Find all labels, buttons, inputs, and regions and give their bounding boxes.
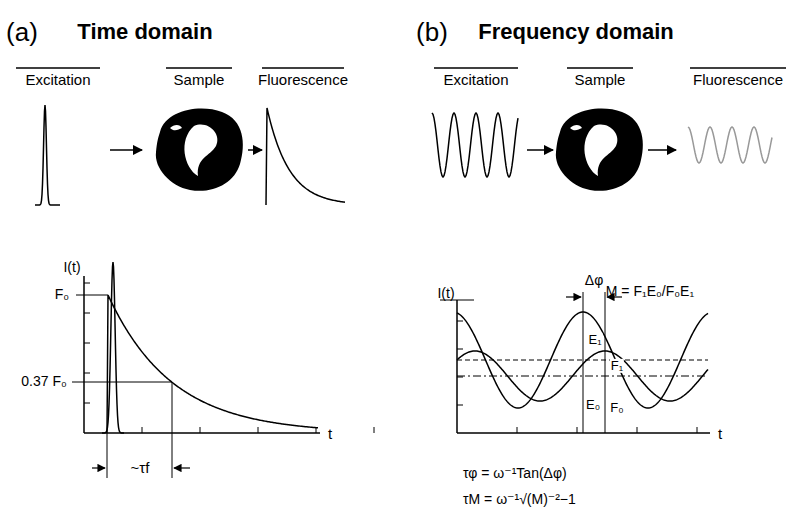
tick <box>200 427 201 433</box>
tick <box>697 427 698 433</box>
curve <box>688 127 772 163</box>
amplitude-label: E₁ <box>587 333 602 347</box>
curve <box>432 113 518 177</box>
tick <box>84 403 90 404</box>
tick <box>258 427 259 433</box>
tick <box>374 427 375 433</box>
guide-line <box>605 292 606 433</box>
formula: τφ = ω⁻¹Tan(Δφ) <box>462 466 568 481</box>
tick <box>84 313 90 314</box>
panel-title: Frequency domain <box>477 20 675 44</box>
arrow <box>174 467 190 468</box>
panel-letter: (b) <box>415 18 449 47</box>
panel-title: Time domain <box>76 20 213 44</box>
tick <box>457 321 463 322</box>
curve <box>266 108 345 205</box>
curve <box>35 105 60 205</box>
guide-line <box>76 295 108 296</box>
tick <box>637 427 638 433</box>
stage-heading: Fluorescence <box>692 72 784 89</box>
tick <box>84 343 90 344</box>
tick <box>84 373 90 374</box>
tick <box>457 405 463 406</box>
formula: τM = ω⁻¹√(M)⁻²−1 <box>462 492 577 507</box>
curve <box>102 262 124 433</box>
heading-rule <box>690 67 786 69</box>
heading-rule <box>434 67 518 69</box>
heading-rule <box>16 67 100 69</box>
y-axis <box>83 276 85 433</box>
stage-heading: Fluorescence <box>257 72 349 89</box>
level-label: F₀ <box>54 287 70 302</box>
heading-rule <box>262 67 344 69</box>
tick <box>84 283 90 284</box>
tick <box>457 377 463 378</box>
arrow <box>110 149 142 151</box>
axis-label: I(t) <box>436 286 455 301</box>
formula: M = F₁E₀/F₀E₁ <box>605 284 695 299</box>
tick <box>142 427 143 433</box>
panel-letter: (a) <box>5 18 39 47</box>
guide-line <box>583 292 584 433</box>
sample-cell <box>556 109 643 191</box>
arrow <box>248 149 262 151</box>
amplitude-label: F₀ <box>609 401 624 415</box>
amplitude-label: F₁ <box>610 359 624 373</box>
stage-heading: Sample <box>574 72 627 89</box>
tick <box>517 427 518 433</box>
axis-label: t <box>327 426 333 443</box>
heading-rule <box>567 67 633 69</box>
arrow <box>648 149 676 151</box>
axis-label: I(t) <box>62 260 81 275</box>
arrow <box>566 296 581 297</box>
tick <box>457 349 463 350</box>
stage-heading: Sample <box>173 72 226 89</box>
sample-cell <box>156 109 243 191</box>
phase-label: Δφ <box>584 273 604 288</box>
level-label: 0.37 F₀ <box>20 374 68 389</box>
heading-rule <box>166 67 232 69</box>
tick <box>577 427 578 433</box>
guide-line <box>72 382 172 383</box>
guide-line <box>172 382 173 478</box>
lifetime-label: ~τf <box>130 460 151 477</box>
axis-label: t <box>717 426 723 443</box>
y-axis <box>456 300 458 433</box>
stage-heading: Excitation <box>442 72 509 89</box>
stage-heading: Excitation <box>24 72 91 89</box>
guide-line <box>107 433 108 478</box>
arrow <box>527 149 553 151</box>
curve <box>107 295 318 433</box>
arrow <box>92 467 105 468</box>
amplitude-label: E₀ <box>585 398 601 412</box>
